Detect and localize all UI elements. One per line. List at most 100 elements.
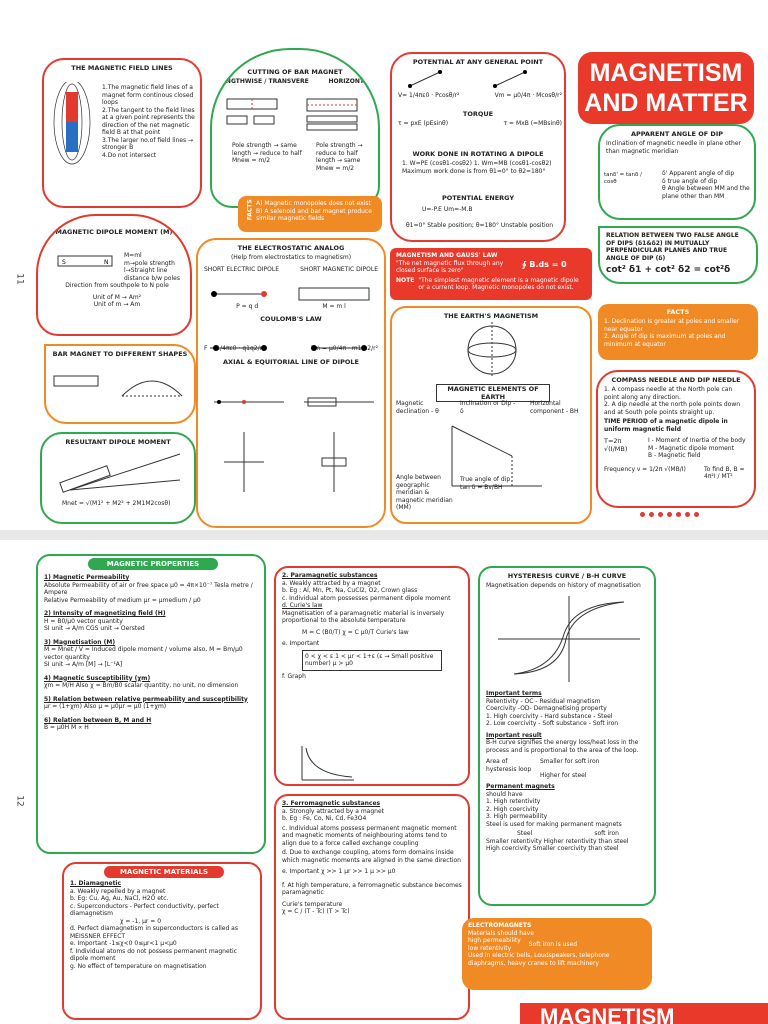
dipole-formula: M=ml <box>124 252 142 259</box>
facts2-b: 2. Angle of dip is maximum at poles and … <box>604 333 726 348</box>
work-max: Maximum work done is from θ1=0° to θ2=18… <box>402 167 546 175</box>
earth-globe-icon <box>467 322 517 378</box>
properties-box: MAGNETIC PROPERTIES 1) Magnetic Permeabi… <box>36 554 266 854</box>
page1-dots <box>640 512 699 517</box>
torque-magnetic: τ = MxB (=MBsinθ) <box>503 120 562 127</box>
electro-m: M = m l <box>322 303 346 311</box>
work-title: WORK DONE IN ROTATING A DIPOLE <box>412 150 544 158</box>
hyst-area: Area of hysteresis loop <box>486 758 532 773</box>
page-12: 12 MAGNETIC PROPERTIES 1) Magnetic Perme… <box>0 540 768 1024</box>
facts2-a: 1. Declination is greater at poles and s… <box>604 318 740 333</box>
hyst-result: Important result <box>486 731 542 739</box>
dipole-direction: Direction from southpole to N pole <box>65 282 169 289</box>
hyst-pm: Permanent magnets <box>486 783 555 790</box>
prop1-abs: Absolute Permeability of air or free spa… <box>44 581 253 597</box>
axial-equatorial-diagram <box>214 397 374 492</box>
hyst-t1: Retentivity - OC - Residual magnetism <box>486 697 601 705</box>
hyst-sh: should have <box>486 790 523 798</box>
torque-electric: τ = pxE (pEsinθ) <box>398 120 449 127</box>
gauss-formula: ∮ B.ds = 0 <box>522 259 567 269</box>
main-title-line2: AND MATTER <box>584 89 748 117</box>
earth-elements-title: MAGNETIC ELEMENTS OF EARTH <box>436 384 550 403</box>
relation-box: RELATION BETWEEN TWO FALSE ANGLE OF DIPS… <box>598 226 758 284</box>
hyst-t3: 1. High coercivity - Hard substance - St… <box>486 712 613 720</box>
para-d2: Magnetisation of a paramagnetic material… <box>282 609 445 625</box>
prop3-a: M = Mnet / V = Induced dipole moment / v… <box>44 646 243 653</box>
facts-b: B) A selenoid and bar magnet produce sim… <box>256 207 372 223</box>
gauss-note: NOTE <box>396 276 415 284</box>
facts-magnet-box: FACTS A) Magnetic monopoles does not exi… <box>238 196 382 232</box>
potential-box: POTENTIAL AT ANY GENERAL POINT V= 1/4πε0… <box>390 52 566 242</box>
bar-magnet-field-diagram <box>53 82 91 165</box>
resultant-title: RESULTANT DIPOLE MOMENT <box>65 438 171 446</box>
para-e: e. Important <box>282 640 320 647</box>
earth-declination: Magnetic declination - θ <box>396 400 439 415</box>
ferro-a: a. Strongly attracted by a magnet <box>282 807 385 815</box>
relation-title: RELATION BETWEEN TWO FALSE ANGLE OF DIPS… <box>606 232 739 262</box>
pe-formula: U=-P.E Um=-M.B <box>422 206 473 213</box>
dip-c: θ Angle between MM and the plane other t… <box>662 185 750 200</box>
para-box: 2. Paramagnetic substances a. Weakly att… <box>274 566 470 786</box>
coulomb-diagram <box>213 345 367 351</box>
compass-box: COMPASS NEEDLE AND DIP NEEDLE 1. A compa… <box>596 370 756 508</box>
potential-title: POTENTIAL AT ANY GENERAL POINT <box>412 58 544 66</box>
em-title: ELECTROMAGNETS <box>468 922 532 929</box>
dia-title: 1. Diamagnetic <box>70 880 122 887</box>
compass-find-b: To find B, B = 4π²I / MT² <box>704 465 745 481</box>
compass-m: M - Magnetic dipole moment <box>648 444 734 452</box>
cut-right-pole: Pole strength → reduce to half <box>316 142 363 157</box>
field-lines-title: THE MAGNETIC FIELD LINES <box>71 64 173 72</box>
dia-a: a. Weakly repelled by a magnet <box>70 887 166 895</box>
gauss-box: MAGNETISM AND GAUSS' LAW "The net magnet… <box>390 248 592 300</box>
para-b: b. Eg : Al, Mn, Pt, Na, CuCl2, O2, Crown… <box>282 587 418 594</box>
hyst-t2: Coercivity -OD- Demagnetising property <box>486 705 607 712</box>
dipole-unit-M: Unit of M → Am² <box>92 293 142 301</box>
cut-right-length: length → same <box>316 157 361 164</box>
hyst-r1: B-H curve signifies the energy loss/heat… <box>486 739 639 754</box>
prop3-title: 3) Magnetisation (M) <box>44 638 116 646</box>
ferro-gf: χ = C / (T - Tc) (T > Tc) <box>282 908 350 915</box>
dia-g: g. No effect of temperature on magnetisa… <box>70 962 207 970</box>
page-gap <box>0 530 768 540</box>
gauss-law: "The net magnetic flux through any close… <box>396 259 504 275</box>
hysteresis-box: HYSTERESIS CURVE / B-H CURVE Magnetisati… <box>478 566 656 906</box>
para-a: a. Weakly attracted by a magnet <box>282 579 381 587</box>
hyst-soft: Smaller for soft iron <box>540 758 600 765</box>
hyst-st: Steel is used for making permanent magne… <box>486 820 622 828</box>
prop4-a: χm = M/H Also χ = Bm/B0 scalar quantity,… <box>44 682 239 689</box>
bar-shapes-box: BAR MAGNET TO DIFFERENT SHAPES <box>44 344 196 424</box>
gauss-note-text: "The simplest magnetic element is a magn… <box>418 276 579 292</box>
ferro-f: f. At high temperature, a ferromagnetic … <box>282 881 462 897</box>
hyst-s3: 3. High permeability <box>486 813 548 820</box>
electromagnets-box: ELECTROMAGNETS Materials should have hig… <box>462 918 652 990</box>
earth-true-dip: True angle of dip <box>460 476 511 483</box>
bar-shapes-title: BAR MAGNET TO DIFFERENT SHAPES <box>52 350 188 358</box>
para-curie: M = C (B0/T) χ = C μ0/T Curie's law <box>302 628 409 636</box>
hyst-iron: soft iron <box>594 830 619 837</box>
cut-left-length: length → reduce to half <box>232 149 302 157</box>
gauss-title: MAGNETISM AND GAUSS' LAW <box>396 252 498 259</box>
compass-b-field: B - Magnetic field <box>648 452 701 460</box>
dia-d: d. Perfect diamagnetism in superconducto… <box>70 925 238 940</box>
electro-sub: (Help from electrostatics to magnetism) <box>230 254 352 262</box>
coulomb-title: COULOMB'S LAW <box>260 314 322 323</box>
electro-electric-dipole: SHORT ELECTRIC DIPOLE <box>204 265 280 273</box>
hyst-desc: Magnetisation depends on history of magn… <box>486 582 641 590</box>
resultant-formula: Mnet = √(M1² + M2² + 2M1M2cosθ) <box>62 500 171 507</box>
svg-text:S: S <box>62 259 66 266</box>
main-title: MAGNETISM AND MATTER <box>578 52 754 124</box>
earth-angle-between: Angle between geographic meridian & magn… <box>396 474 453 511</box>
dia-b: b. Eg: Cu, Ag, Au, NaCl, H2O etc. <box>70 895 169 902</box>
bar-shapes-diagram <box>53 375 183 397</box>
earth-title: THE EARTH'S MAGNETISM <box>443 312 539 320</box>
compass-tp: TIME PERIOD of a magnetic dipole in unif… <box>604 418 728 433</box>
prop2-title: 2) Intensity of magnetizing field (H) <box>44 610 166 617</box>
ferro-box: 3. Ferromagnetic substances a. Strongly … <box>274 794 470 1020</box>
dipole-analog-diagram <box>211 287 370 301</box>
dia-c2: χ = -1, μr = 0 <box>120 917 162 925</box>
potential-v-electric: V= 1/4πε0 · Pcosθ/r² <box>398 92 460 99</box>
em-a: Materials should have <box>468 929 534 937</box>
facts-label: FACTS <box>246 199 254 221</box>
facts-a: A) Magnetic monopoles does not exist <box>256 200 371 207</box>
